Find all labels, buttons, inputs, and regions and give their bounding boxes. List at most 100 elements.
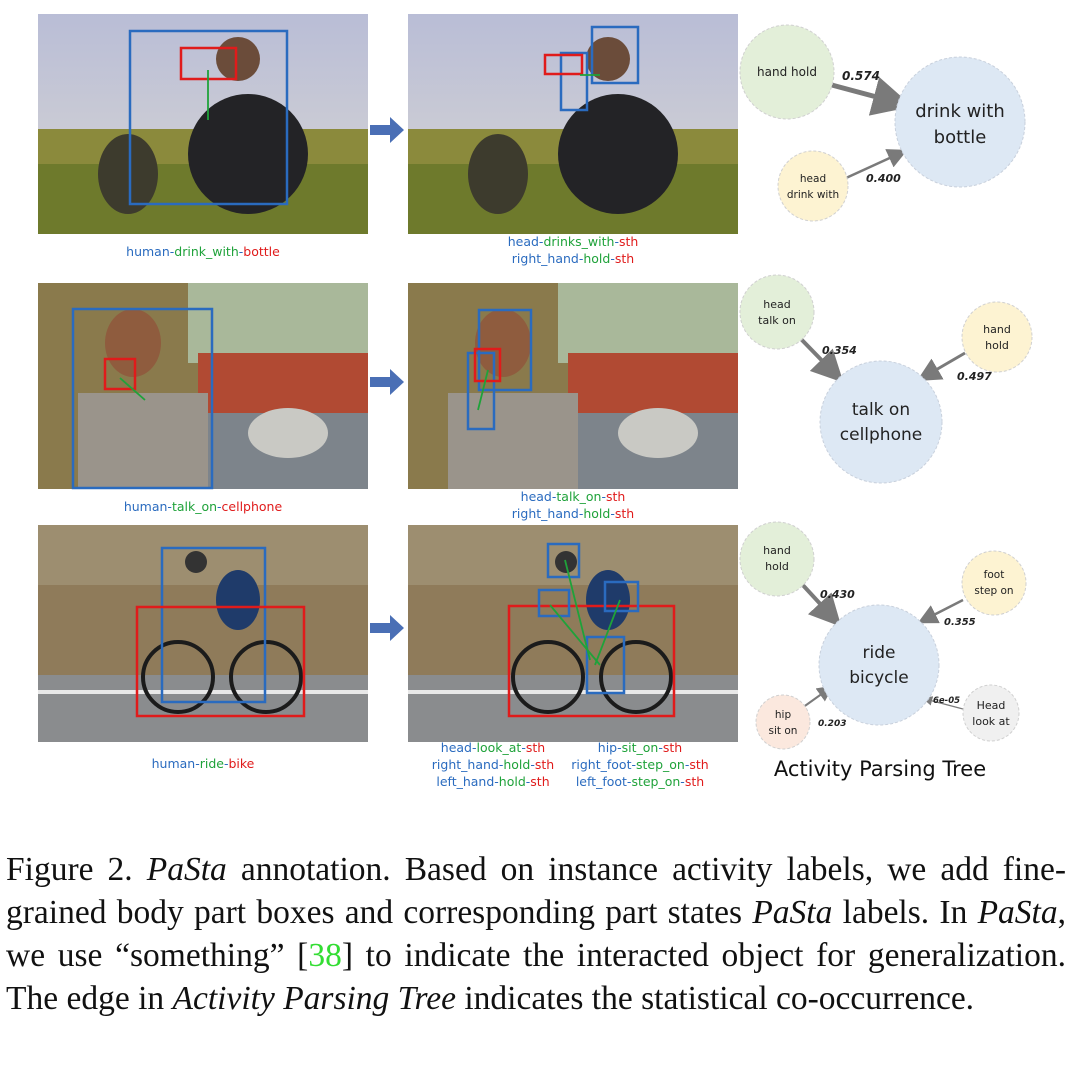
caption-segment: right_hand: [511, 506, 579, 521]
caption-line: human-drink_with-bottle: [38, 243, 368, 260]
caption-line: head-drinks_with-sth: [408, 233, 738, 250]
caption-term: PaSta: [752, 894, 833, 931]
caption-segment: -: [498, 757, 504, 772]
caption-segment: bottle: [243, 244, 280, 259]
caption-text: labels. In: [832, 894, 978, 931]
caption-segment: -: [614, 234, 619, 249]
caption-text: , we use “something” [: [6, 894, 1066, 974]
caption-segment: step_on: [636, 757, 685, 772]
tree-edge: [827, 76, 913, 116]
caption-segment: sth: [689, 757, 709, 772]
edge-weight: 0.574: [842, 69, 880, 83]
caption-segment: sth: [530, 774, 550, 789]
caption-line: left_hand-hold-sth: [408, 773, 578, 790]
caption-segment: -: [525, 774, 531, 789]
caption-term: PaSta: [977, 894, 1058, 931]
caption-segment: -: [521, 740, 526, 755]
caption-segment: -: [631, 757, 636, 772]
caption-segment: -: [472, 740, 477, 755]
edge-weight: 0.400: [866, 172, 901, 185]
caption-segment: sth: [662, 740, 683, 755]
caption-segment: talk_on: [556, 489, 602, 504]
edge-weight: 0.203: [818, 719, 846, 729]
caption-term: PaSta: [146, 851, 227, 888]
caption-segment: human: [151, 756, 196, 771]
caption-segment: -: [551, 489, 557, 504]
caption-segment: -: [684, 757, 690, 772]
caption-segment: head: [507, 234, 539, 249]
caption-segment: sth: [618, 234, 639, 249]
photo-drink-parts: [408, 14, 738, 234]
caption-segment: drink_with: [174, 244, 239, 259]
part-node: [961, 301, 1033, 373]
caption-segment: cellphone: [221, 499, 283, 514]
row3-left-caption: human-ride-bike: [38, 755, 368, 772]
part-node: [739, 521, 815, 597]
caption-segment: -: [217, 499, 222, 514]
caption-segment: -: [578, 506, 584, 521]
caption-segment: -: [494, 774, 499, 789]
tree-edge: [798, 336, 844, 383]
caption-segment: -: [601, 489, 606, 504]
activity-node: [818, 604, 940, 726]
arrow-right-icon: [370, 369, 404, 395]
edge-weight: 0.354: [822, 344, 857, 357]
caption-text: annotation. Based on instance activity l…: [6, 851, 1067, 931]
caption-line: head-talk_on-sth: [408, 488, 738, 505]
edge-weight: 0.430: [820, 588, 855, 601]
part-node: [739, 24, 835, 120]
caption-segment: left_foot: [575, 774, 627, 789]
caption-segment: right_hand: [511, 251, 579, 266]
caption-segment: -: [617, 740, 622, 755]
caption-segment: sth: [534, 757, 555, 772]
caption-segment: human: [126, 244, 170, 259]
caption-segment: hold: [583, 506, 611, 521]
caption-segment: -: [167, 499, 172, 514]
caption-text: ] to indicate the interacted object for …: [6, 937, 1066, 1017]
caption-segment: right_foot: [571, 757, 632, 772]
caption-segment: -: [238, 244, 244, 259]
part-node: [755, 694, 811, 750]
row2-left-caption: human-talk_on-cellphone: [38, 498, 368, 515]
edge-weight: 0.355: [944, 617, 976, 628]
citation-link[interactable]: 38: [308, 937, 342, 974]
caption-segment: step_on: [631, 774, 681, 789]
caption-segment: -: [530, 757, 535, 772]
caption-segment: head: [520, 489, 552, 504]
caption-segment: sth: [614, 251, 635, 266]
activity-node: [894, 56, 1026, 188]
caption-segment: left_hand: [436, 774, 495, 789]
tree-edge: [917, 598, 964, 624]
caption-segment: talk_on: [171, 499, 218, 514]
edge-weight: 0.497: [957, 370, 992, 383]
caption-segment: sth: [606, 489, 626, 504]
tree-edge: [916, 351, 966, 382]
caption-segment: bike: [228, 756, 255, 771]
caption-segment: sth: [614, 506, 635, 521]
caption-line: right_hand-hold-sth: [408, 250, 738, 267]
caption-segment: sth: [684, 774, 705, 789]
caption-segment: -: [195, 756, 200, 771]
tree-edge: [798, 580, 842, 627]
caption-line: head-look_at-sth: [408, 739, 578, 756]
part-node: [962, 684, 1020, 742]
caption-segment: sth: [525, 740, 546, 755]
tree-title: Activity Parsing Tree: [773, 757, 987, 781]
caption-line: right_hand-hold-sth: [408, 756, 578, 773]
caption-segment: sit_on: [621, 740, 659, 755]
caption-segment: hold: [498, 774, 526, 789]
tree-edge: [845, 149, 908, 180]
caption-segment: right_hand: [431, 757, 499, 772]
caption-line: left_foot-step_on-sth: [565, 773, 715, 790]
part-label: hand hold: [757, 65, 817, 79]
